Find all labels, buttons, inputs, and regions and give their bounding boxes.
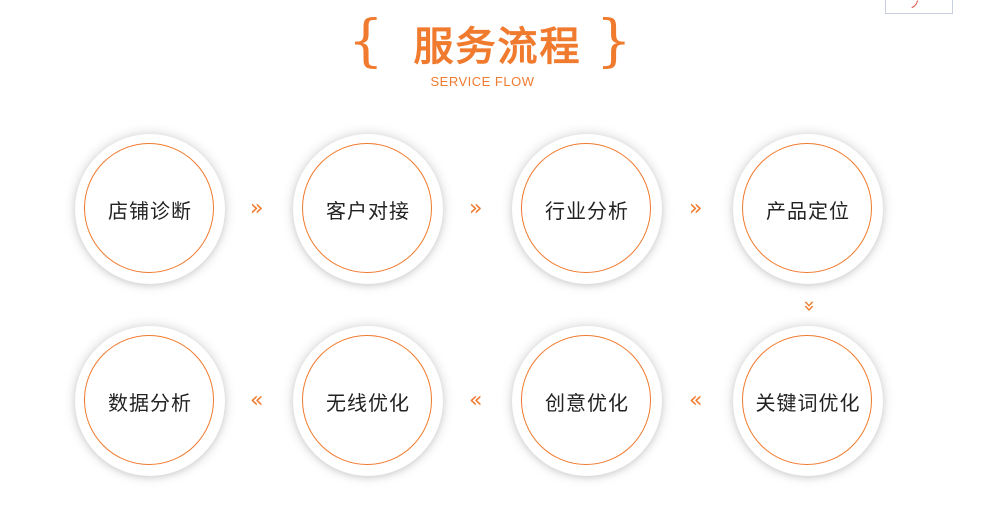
page-subtitle: SERVICE FLOW bbox=[430, 74, 535, 89]
arrow-left-icon: « bbox=[689, 388, 703, 413]
step-ring bbox=[84, 335, 214, 465]
arrow-left-icon: « bbox=[250, 388, 264, 413]
page-title: 服务流程 bbox=[413, 24, 582, 70]
header: { 服务流程 } SERVICE FLOW bbox=[0, 0, 995, 100]
step-label: 关键词优化 bbox=[755, 390, 861, 415]
step-label: 创意优化 bbox=[545, 390, 629, 415]
step-product-positioning: 产品定位 bbox=[733, 134, 883, 284]
arrow-right-icon: » bbox=[250, 196, 264, 221]
step-creative-optimization: 创意优化 bbox=[512, 326, 662, 476]
corner-thumbnail: ノ bbox=[885, 0, 953, 14]
step-label: 客户对接 bbox=[326, 198, 410, 223]
step-ring bbox=[742, 335, 872, 465]
step-ring bbox=[302, 335, 432, 465]
step-wireless-optimization: 无线优化 bbox=[293, 326, 443, 476]
step-label: 无线优化 bbox=[326, 390, 410, 415]
step-label: 数据分析 bbox=[108, 390, 192, 415]
arrow-right-icon: » bbox=[689, 196, 703, 221]
left-brace: { bbox=[348, 9, 384, 74]
step-ring bbox=[84, 143, 214, 273]
arrow-right-icon: » bbox=[469, 196, 483, 221]
step-data-analysis: 数据分析 bbox=[75, 326, 225, 476]
step-industry-analysis: 行业分析 bbox=[512, 134, 662, 284]
step-label: 产品定位 bbox=[766, 198, 850, 223]
step-client-connection: 客户对接 bbox=[293, 134, 443, 284]
right-brace: } bbox=[596, 9, 632, 74]
step-label: 行业分析 bbox=[545, 198, 629, 223]
arrow-down-icon: » bbox=[798, 299, 822, 313]
step-ring bbox=[521, 143, 651, 273]
step-ring bbox=[742, 143, 872, 273]
step-label: 店铺诊断 bbox=[108, 198, 192, 223]
step-ring bbox=[521, 335, 651, 465]
step-keyword-optimization: 关键词优化 bbox=[733, 326, 883, 476]
corner-mark-icon: ノ bbox=[910, 0, 920, 11]
arrow-left-icon: « bbox=[469, 388, 483, 413]
step-store-diagnosis: 店铺诊断 bbox=[75, 134, 225, 284]
step-ring bbox=[302, 143, 432, 273]
